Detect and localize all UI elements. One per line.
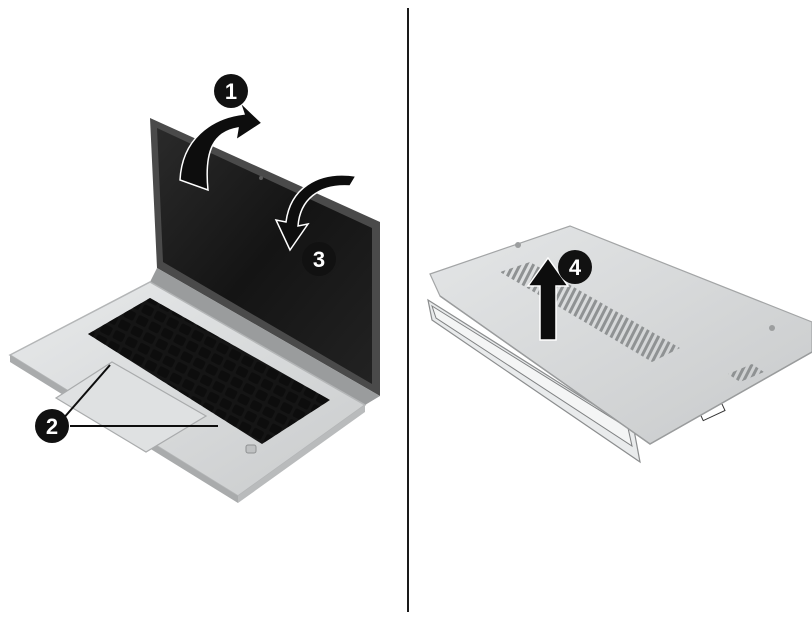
callout-4-label: 4 — [569, 255, 582, 280]
callout-3-label: 3 — [313, 247, 325, 272]
callout-1-label: 1 — [225, 79, 237, 104]
laptop-open-illustration — [10, 102, 380, 503]
fingerprint-reader — [246, 445, 256, 453]
bottom-cover-removal-illustration — [428, 226, 812, 462]
callout-1: 1 — [214, 74, 248, 108]
rubber-foot — [515, 242, 521, 248]
callout-3: 3 — [302, 242, 336, 276]
rubber-foot — [769, 325, 775, 331]
callout-2: 2 — [35, 409, 69, 443]
callout-2-label: 2 — [46, 414, 58, 439]
callout-4: 4 — [558, 250, 592, 284]
webcam — [259, 176, 263, 180]
